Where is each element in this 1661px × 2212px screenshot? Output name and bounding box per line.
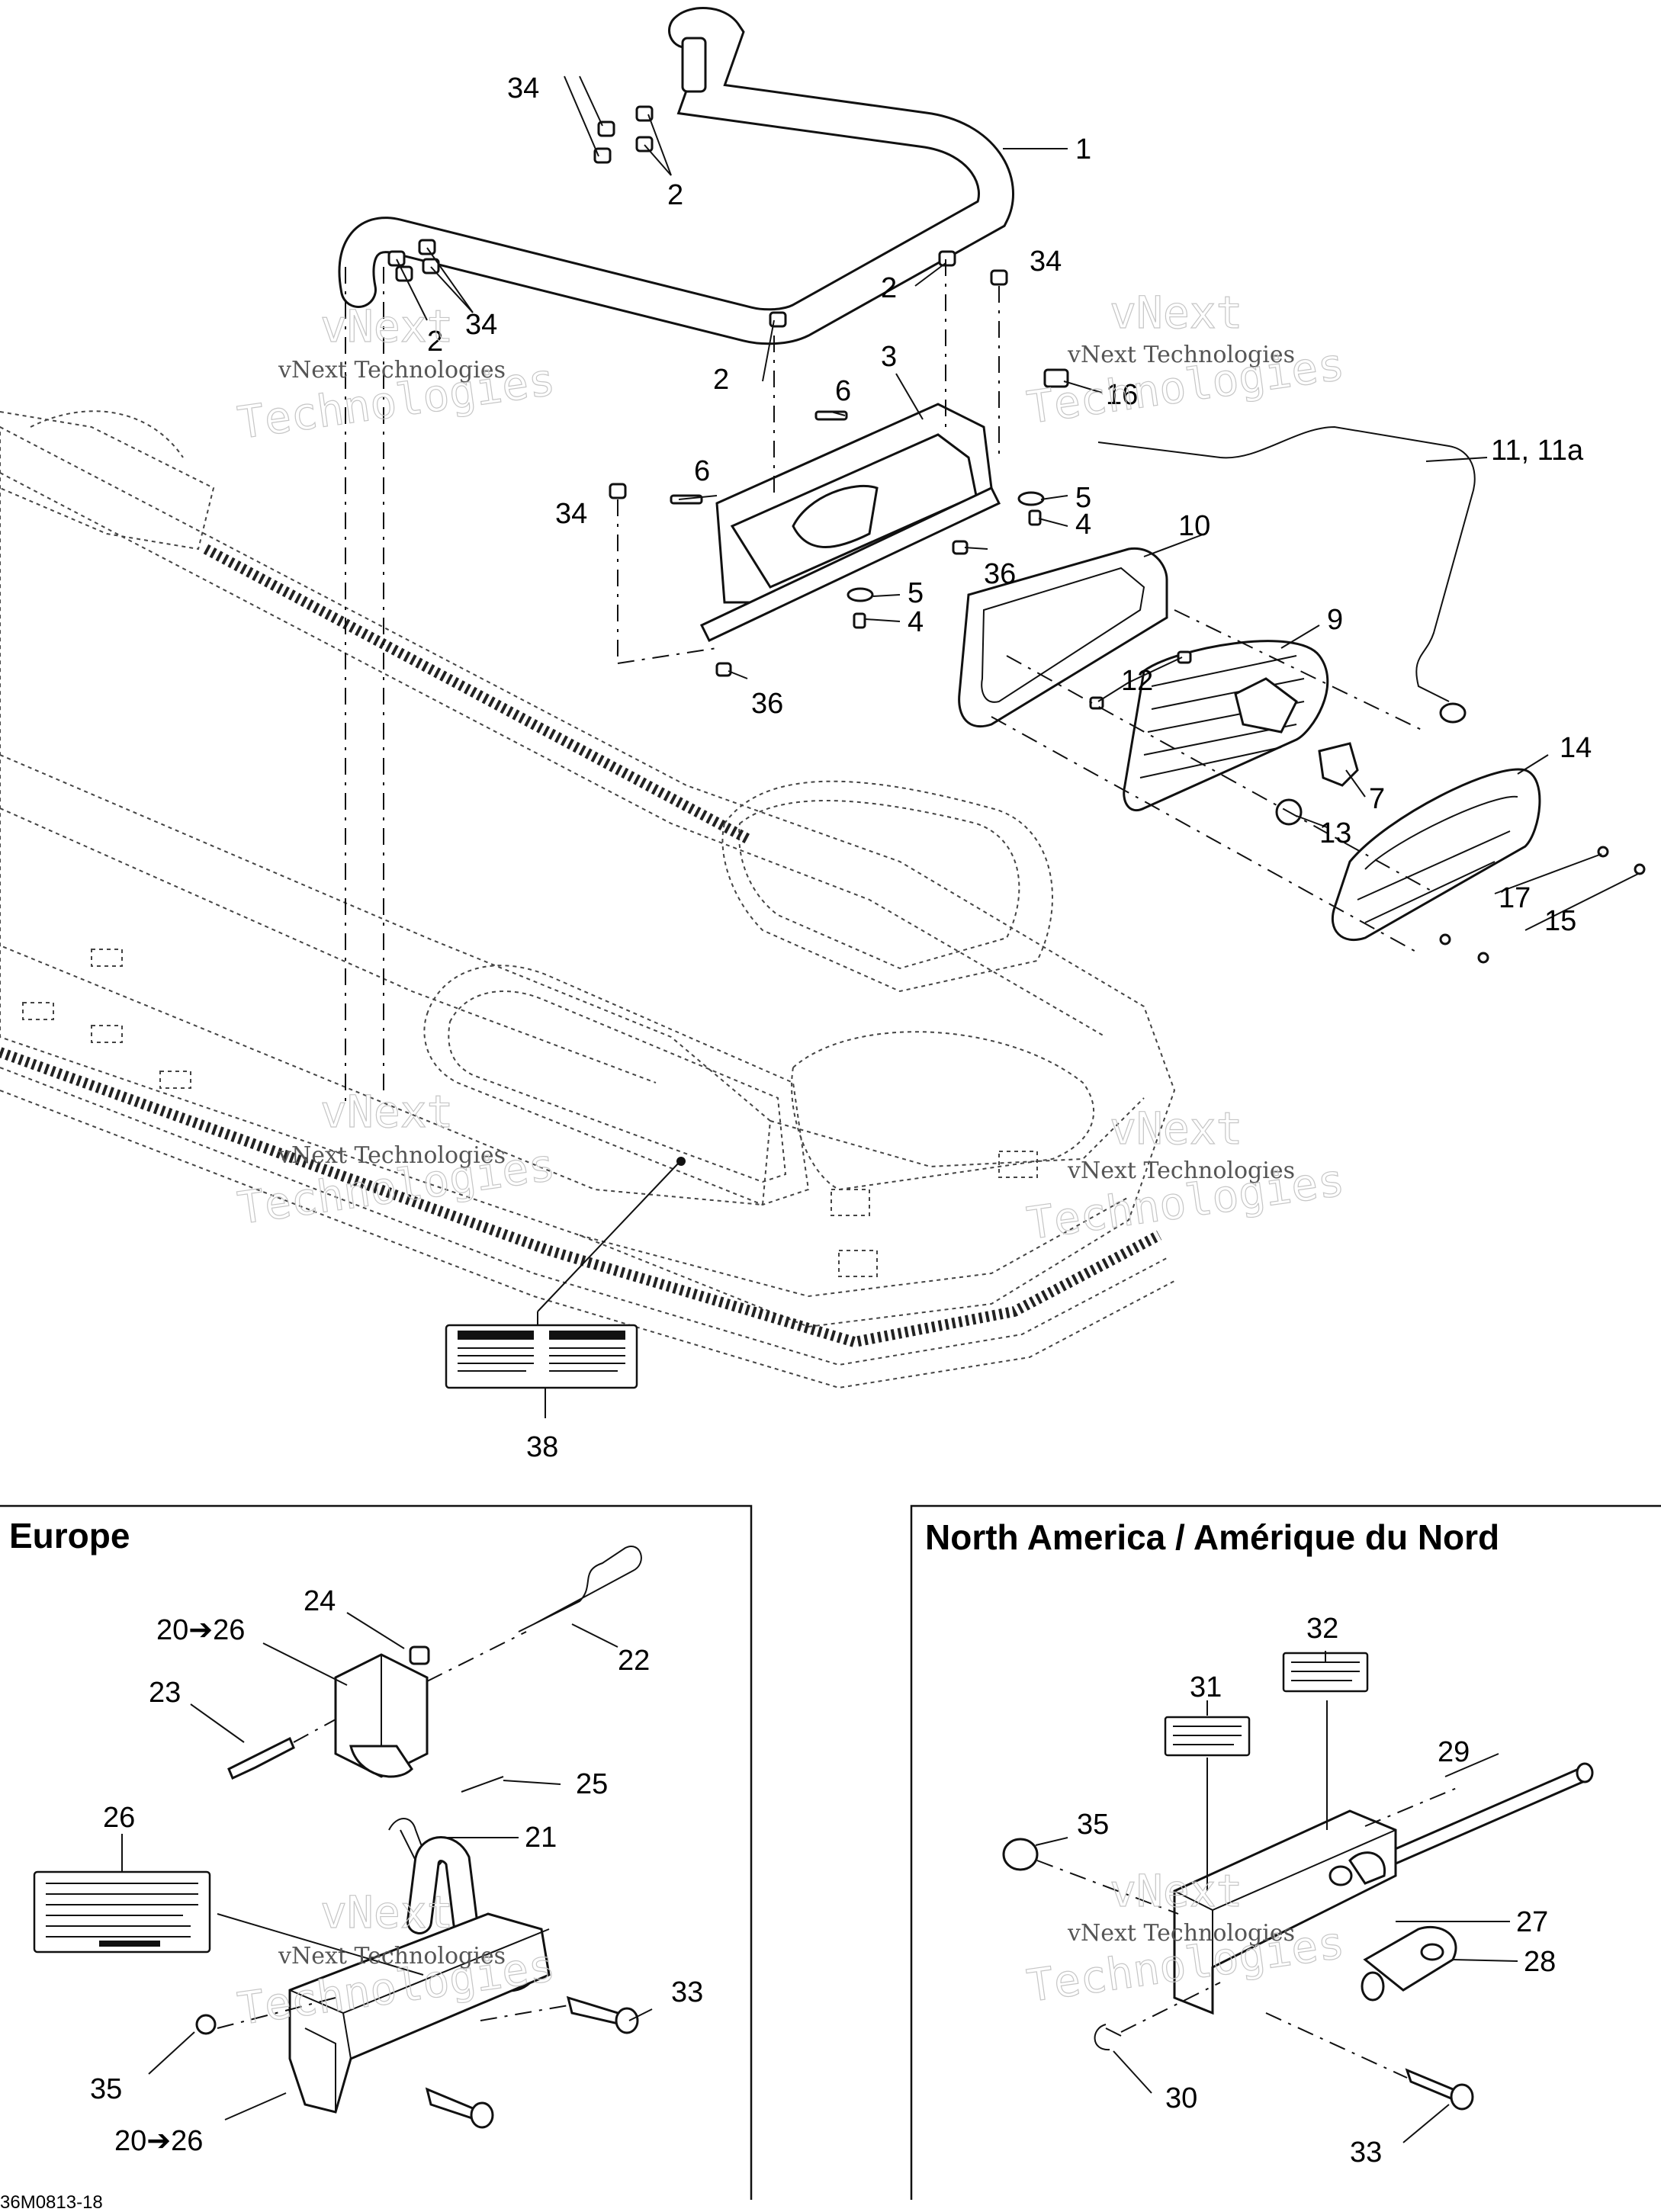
tail-light-lens-part: [1331, 768, 1541, 942]
callout-4-right: 4: [1075, 509, 1091, 541]
reflector-part: [1123, 640, 1329, 812]
bolt-part: [227, 1736, 295, 1780]
callout-29: 29: [1438, 1736, 1470, 1768]
tail-light-bracket-part: [699, 403, 1001, 642]
callout-31: 31: [1190, 1671, 1222, 1703]
callout-10: 10: [1178, 510, 1210, 542]
callout-15: 15: [1544, 905, 1576, 937]
watermark-middle-right: vNext Technologies vNext Technologies: [1023, 1102, 1348, 1250]
svg-text:vNext Technologies: vNext Technologies: [1067, 1920, 1295, 1947]
svg-text:vNext Technologies: vNext Technologies: [278, 357, 506, 384]
watermark-bottom-left: vNext Technologies vNext Technologies: [234, 1886, 559, 2035]
callout-2-left: 2: [427, 326, 443, 358]
callout-27: 27: [1516, 1906, 1548, 1938]
svg-text:vNext Technologies: vNext Technologies: [278, 1142, 506, 1169]
callout-26: 26: [103, 1802, 135, 1834]
watermark-top-left: vNext Technologies vNext Technologies: [234, 300, 559, 449]
callout-12: 12: [1121, 665, 1153, 697]
callout-13: 13: [1319, 817, 1351, 849]
bolt-part: [566, 1995, 624, 2027]
callout-35-europe: 35: [90, 2073, 122, 2105]
svg-text:vNext: vNext: [320, 1086, 454, 1138]
north-america-title: North America / Amérique du Nord: [925, 1517, 1499, 1557]
callout-5-lower: 5: [908, 577, 924, 609]
nut-part: [195, 2014, 217, 2035]
svg-text:vNext: vNext: [1110, 287, 1243, 339]
callout-32: 32: [1306, 1613, 1338, 1645]
callout-4-lower: 4: [908, 606, 924, 638]
callout-30: 30: [1165, 2082, 1197, 2114]
assembly-lines: [345, 75, 1640, 1418]
callout-21: 21: [525, 1822, 557, 1854]
callout-6-top: 6: [835, 375, 851, 407]
svg-text:vNext: vNext: [320, 300, 454, 352]
svg-text:vNext Technologies: vNext Technologies: [1067, 1157, 1295, 1184]
svg-text:vNext Technologies: vNext Technologies: [278, 1943, 506, 1970]
nut-part: [1002, 1838, 1039, 1871]
callout-34-mid: 34: [1030, 246, 1062, 278]
callout-3: 3: [881, 341, 897, 373]
callout-38: 38: [526, 1431, 558, 1463]
callout-17: 17: [1499, 882, 1531, 914]
roll-pin-part: [461, 1776, 504, 1793]
callout-33-europe: 33: [671, 1976, 703, 2008]
callout-9: 9: [1327, 604, 1343, 636]
callout-36-right: 36: [984, 558, 1016, 590]
europe-title: Europe: [9, 1516, 130, 1555]
hitch-pin-part: [518, 1546, 642, 1633]
callout-20-26-bottom: 20➔26: [114, 2125, 203, 2157]
callout-22: 22: [618, 1645, 650, 1677]
callout-24: 24: [304, 1585, 336, 1617]
callout-5-right: 5: [1075, 482, 1091, 514]
callout-16: 16: [1106, 379, 1138, 411]
retaining-clip-part: [1094, 2024, 1122, 2051]
callout-2-top: 2: [667, 179, 683, 211]
hitch-pin-part: [1367, 1767, 1589, 1873]
svg-text:vNext: vNext: [320, 1886, 454, 1938]
callout-25: 25: [576, 1768, 608, 1800]
callout-2-mid: 2: [881, 272, 897, 304]
connector-part: [1043, 368, 1069, 388]
svg-text:vNext Technologies: vNext Technologies: [1067, 342, 1295, 368]
grab-handle-part: [338, 7, 1068, 345]
callout-33-na: 33: [1350, 2137, 1382, 2169]
callout-23: 23: [149, 1677, 181, 1709]
callout-34-bracket: 34: [555, 498, 587, 530]
bulb-socket-part: [1318, 742, 1359, 787]
drawing-code: 36M0813-18: [0, 2192, 103, 2212]
callout-11-11a: 11, 11a: [1491, 435, 1584, 467]
callout-6-left: 6: [694, 455, 710, 487]
north-america-panel: North America / Amérique du Nord: [910, 1504, 1661, 2200]
callout-20-26-top: 20➔26: [156, 1614, 245, 1646]
callout-7: 7: [1369, 783, 1385, 815]
callout-1: 1: [1075, 133, 1091, 165]
hitch-bracket-part: [1173, 1809, 1397, 2015]
bolt-part: [1405, 2068, 1459, 2103]
socket-part: [1439, 702, 1467, 724]
callout-28: 28: [1524, 1946, 1556, 1978]
callout-36-lower: 36: [751, 688, 783, 720]
callout-34-top: 34: [507, 72, 539, 104]
watermark-top-right: vNext Technologies vNext Technologies: [1023, 286, 1348, 434]
snowmobile-tunnel-outline: [0, 410, 1176, 1389]
svg-text:vNext: vNext: [1110, 1865, 1243, 1917]
callout-14: 14: [1560, 732, 1592, 764]
callout-34-left: 34: [465, 309, 497, 341]
svg-text:vNext: vNext: [1110, 1103, 1243, 1154]
callout-35-na: 35: [1077, 1809, 1109, 1841]
wiring-harness-part: [1097, 425, 1476, 702]
tail-light-housing-part: [958, 547, 1168, 728]
warning-label-part: [445, 1324, 638, 1389]
nut-part: [409, 1645, 430, 1665]
europe-panel: Europe: [0, 1504, 753, 2200]
callout-2-bracket: 2: [713, 364, 729, 396]
